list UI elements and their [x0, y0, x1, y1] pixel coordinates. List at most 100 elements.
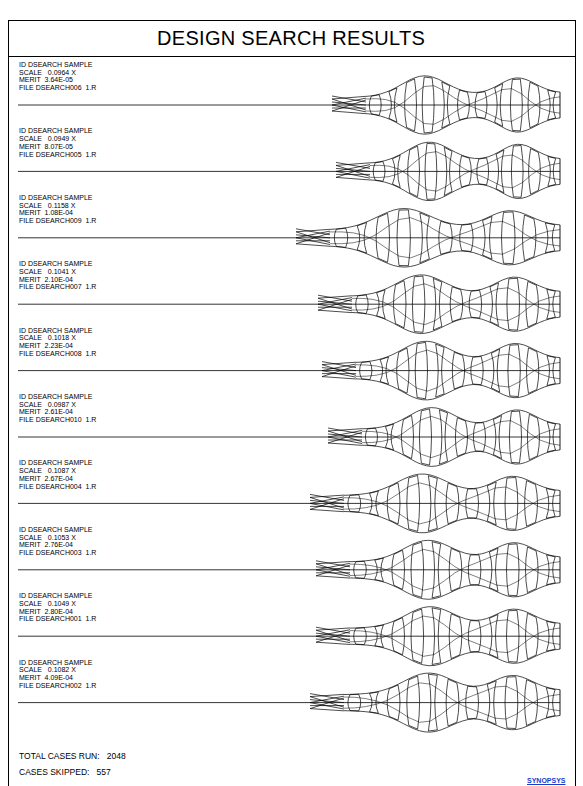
result-info: ID DSEARCH SAMPLE — [19, 526, 93, 533]
lens-stroke — [442, 347, 445, 393]
lens-stroke — [547, 555, 556, 557]
result-info: SCALE 0.1082 X — [19, 666, 76, 673]
lens-stroke — [545, 223, 554, 225]
result-info: SCALE 0.1087 X — [19, 467, 76, 474]
lens-stroke — [449, 614, 451, 659]
result-info: FILE DSEARCH009 1.R — [19, 217, 96, 224]
optical-axis — [18, 304, 560, 305]
lens-stroke — [422, 77, 424, 133]
lens-stroke — [344, 474, 560, 495]
lens-stroke — [448, 679, 457, 683]
lens-stroke — [316, 576, 350, 578]
lens-stroke — [378, 258, 387, 262]
result-info: FILE DSEARCH003 1.R — [19, 549, 96, 556]
lens-stroke — [411, 612, 413, 660]
lens-stroke — [452, 319, 461, 322]
lens-stroke — [548, 184, 556, 186]
lens-stroke — [394, 550, 403, 554]
lens-stroke — [493, 455, 501, 459]
lens-stroke — [364, 628, 366, 645]
lens-stroke — [470, 584, 479, 585]
lens-stroke — [422, 609, 424, 663]
lens-stroke — [435, 675, 438, 730]
lens-stroke — [468, 488, 477, 489]
lens-stroke — [366, 76, 560, 97]
lens-layout — [332, 76, 560, 134]
lens-stroke — [332, 105, 366, 112]
lens-stroke — [438, 544, 441, 596]
result-info: FILE DSEARCH001 1.R — [19, 615, 96, 622]
lens-stroke — [392, 622, 394, 651]
lens-stroke — [332, 102, 366, 105]
lens-stroke — [448, 483, 457, 487]
lens-stroke — [530, 124, 538, 128]
lens-stroke — [332, 108, 366, 109]
lens-stroke — [350, 616, 560, 653]
lens-stroke — [296, 232, 330, 243]
lens-stroke — [350, 644, 560, 665]
result-info: ID DSEARCH SAMPLE — [19, 127, 93, 134]
lens-layout — [310, 474, 560, 533]
lens-stroke — [479, 621, 481, 652]
lens-stroke — [529, 348, 537, 352]
lens-stroke — [356, 561, 365, 563]
result-info: FILE DSEARCH008 1.R — [19, 350, 96, 357]
lens-stroke — [527, 481, 536, 485]
result-info: MERIT 2.61E-04 — [19, 408, 73, 415]
lens-stroke — [428, 730, 437, 731]
lens-stroke — [318, 299, 352, 310]
lens-stroke — [432, 608, 441, 610]
lens-stroke — [318, 310, 352, 312]
lens-stroke — [451, 548, 460, 552]
lens-stroke — [403, 415, 411, 419]
lens-stroke — [310, 499, 344, 510]
lens-stroke — [356, 577, 365, 579]
lens-stroke — [509, 610, 518, 612]
lens-stroke — [399, 265, 408, 266]
lens-stroke — [407, 478, 409, 529]
lens-stroke — [316, 564, 350, 575]
lens-stroke — [371, 114, 379, 116]
lens-stroke — [432, 542, 435, 598]
lens-stroke — [527, 348, 529, 394]
result-info: MERIT 4.09E-04 — [19, 674, 73, 681]
vendor-logo: SYNOPSYS — [527, 777, 566, 784]
lens-stroke — [436, 394, 444, 397]
lens-stroke — [316, 572, 350, 573]
lens-stroke — [509, 412, 511, 463]
lens-stroke — [516, 677, 518, 729]
lens-stroke — [504, 263, 514, 265]
lens-stroke — [442, 82, 450, 86]
lens-stroke — [504, 211, 514, 213]
lens-stroke — [399, 389, 407, 393]
lens-stroke — [479, 158, 487, 159]
lens-stroke — [473, 356, 481, 358]
lens-stroke — [408, 210, 410, 266]
lens-stroke — [350, 578, 560, 599]
optical-axis — [18, 636, 560, 637]
lens-stroke — [350, 494, 359, 496]
lens-stroke — [419, 411, 421, 463]
lens-stroke — [389, 716, 398, 720]
lens-stroke — [477, 687, 479, 718]
lens-stroke — [509, 661, 518, 663]
lens-stroke — [385, 427, 388, 448]
lens-stroke — [435, 478, 438, 528]
lens-stroke — [475, 422, 483, 423]
lens-stroke — [413, 595, 422, 598]
lens-stroke — [427, 217, 430, 259]
lens-stroke — [548, 118, 556, 120]
lens-stroke — [455, 418, 457, 457]
result-info: FILE DSEARCH006 1.R — [19, 84, 96, 91]
lens-stroke — [538, 86, 540, 124]
lens-stroke — [513, 212, 515, 264]
lens-stroke — [444, 192, 452, 196]
lens-stroke — [495, 84, 503, 88]
lens-stroke — [388, 213, 390, 262]
lens-stroke — [491, 349, 499, 353]
lens-stroke — [475, 93, 477, 117]
lens-stroke — [344, 483, 560, 520]
lens-stroke — [512, 79, 520, 81]
lens-stroke — [468, 555, 470, 585]
